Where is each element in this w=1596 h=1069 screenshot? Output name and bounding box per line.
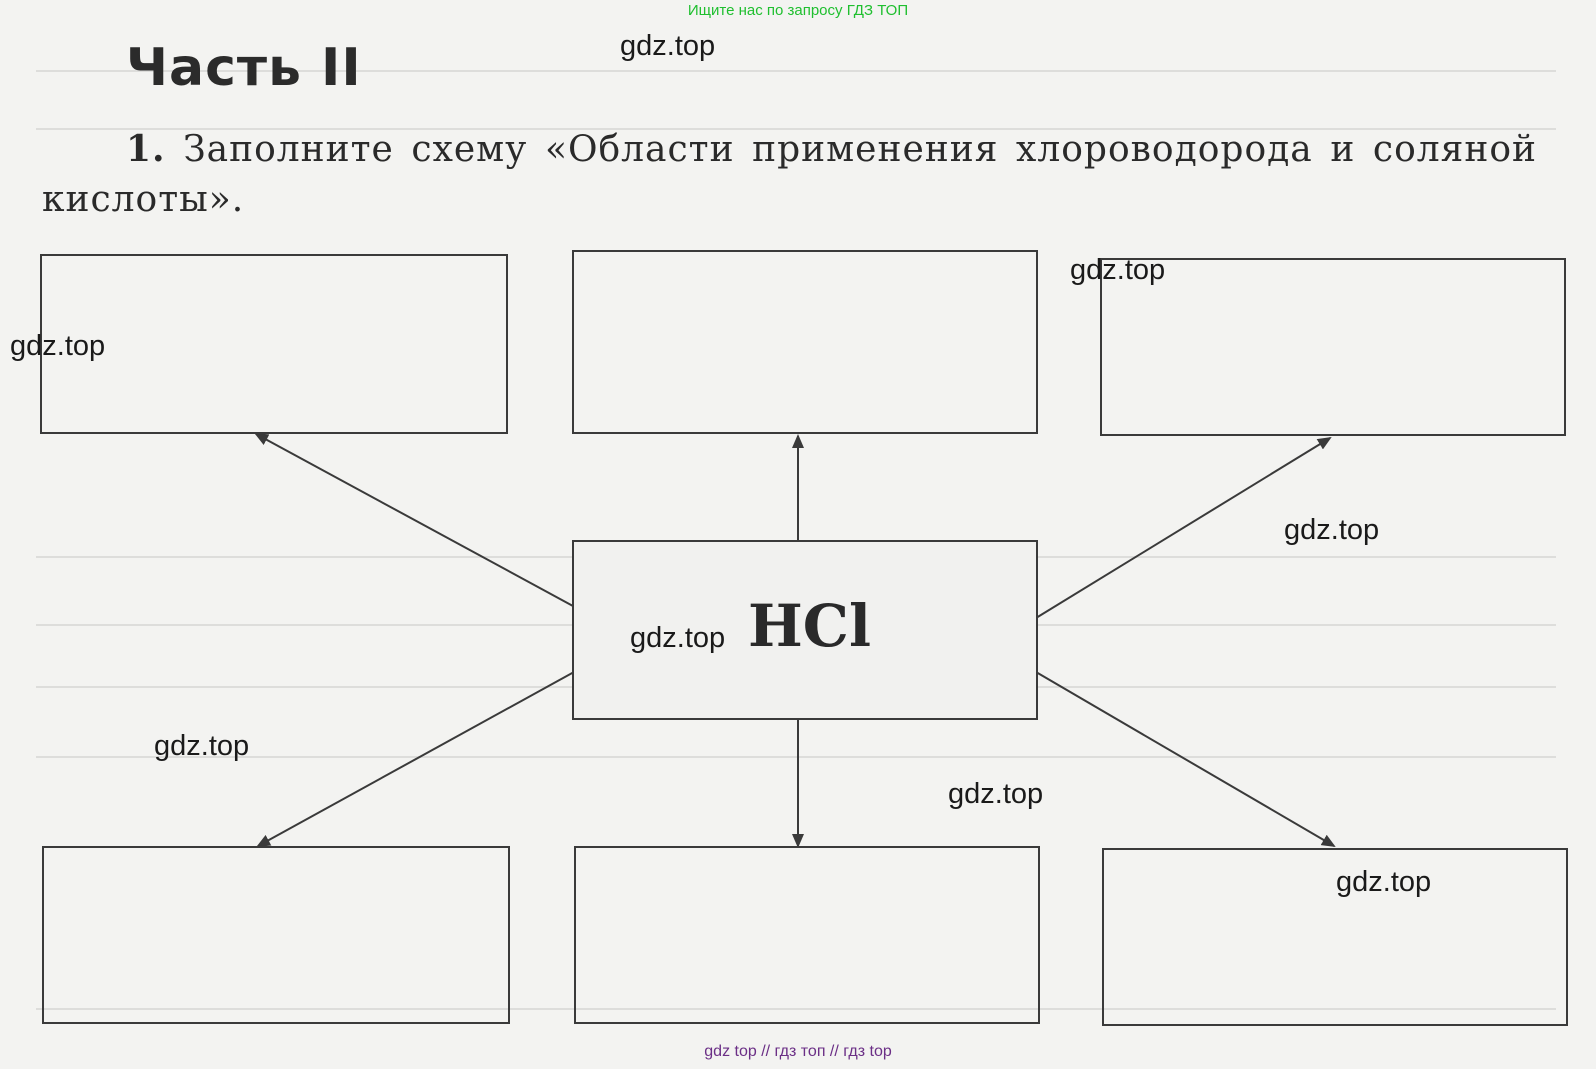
watermark: gdz.top <box>1336 866 1432 898</box>
answer-box-top-left[interactable] <box>40 254 508 434</box>
task-text: 1. Заполните схему «Области применения х… <box>42 124 1537 225</box>
top-banner[interactable]: Ищите нас по запросу ГДЗ ТОП <box>687 2 909 19</box>
answer-box-bottom-left[interactable] <box>42 846 510 1024</box>
watermark: gdz.top <box>1284 514 1380 546</box>
watermark: gdz.top <box>948 778 1044 810</box>
watermark: gdz.top <box>154 730 250 762</box>
part-title: Часть II <box>126 38 362 98</box>
answer-box-top-center[interactable] <box>572 250 1038 434</box>
arrow-top-right <box>1035 436 1332 619</box>
watermark: gdz.top <box>630 622 726 654</box>
bottom-banner[interactable]: gdz top // гдз топ // гдз top <box>704 1043 892 1060</box>
answer-box-top-right[interactable] <box>1100 258 1566 436</box>
watermark: gdz.top <box>620 30 716 62</box>
bleed-line <box>36 1008 1556 1010</box>
center-formula: HCl <box>748 592 871 660</box>
bleed-line <box>36 70 1556 72</box>
arrow-bottom-left <box>256 671 575 847</box>
center-box <box>572 540 1038 720</box>
bleed-line <box>36 128 1556 130</box>
bleed-line <box>36 756 1556 758</box>
arrow-top-left <box>254 433 585 613</box>
watermark: gdz.top <box>1070 254 1166 286</box>
task-instruction: Заполните схему «Области применения хлор… <box>42 129 1537 220</box>
watermark: gdz.top <box>10 330 106 362</box>
answer-box-bottom-center[interactable] <box>574 846 1040 1024</box>
task-number: 1. <box>126 128 166 170</box>
arrow-bottom-right <box>1035 671 1336 848</box>
answer-box-bottom-right[interactable] <box>1102 848 1568 1026</box>
